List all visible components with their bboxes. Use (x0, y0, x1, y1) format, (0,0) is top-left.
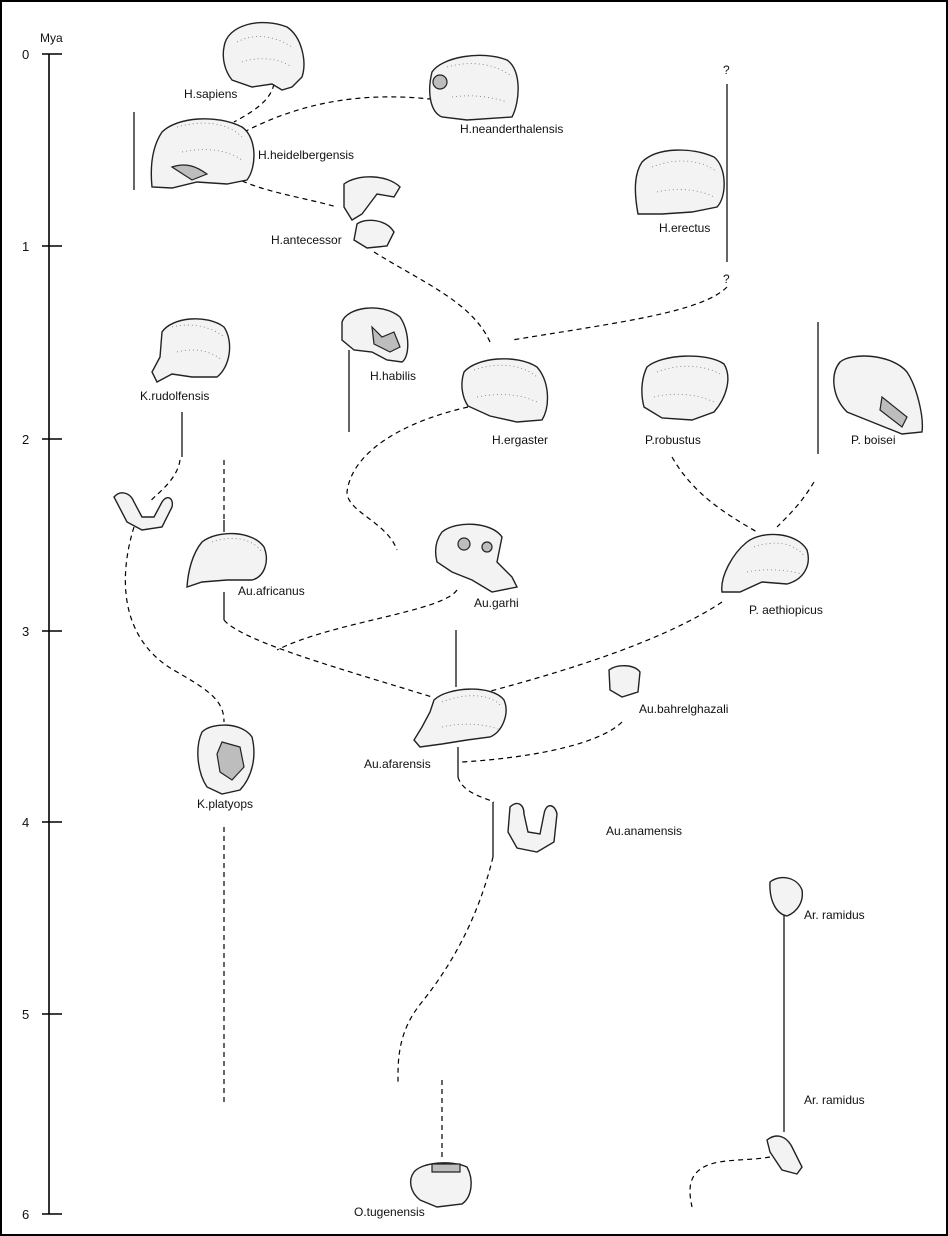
label-p-robustus: P.robustus (645, 433, 701, 447)
k-platyops-skull-icon (198, 725, 254, 794)
p-boisei-skull-icon (834, 356, 923, 434)
label-au-bahrelghazali: Au.bahrelghazali (639, 702, 728, 716)
label-ar-ramidus: Ar. ramidus (804, 908, 865, 922)
tick-label: 3 (22, 624, 29, 639)
time-axis: Mya 0 1 2 3 4 5 6 (22, 31, 63, 1222)
link-erectus-ergaster (512, 287, 727, 340)
label-h-neanderthalensis: H.neanderthalensis (460, 122, 563, 136)
h-ergaster-skull-icon (462, 359, 548, 422)
label-au-garhi: Au.garhi (474, 596, 519, 610)
label-k-platyops: K.platyops (197, 797, 253, 811)
p-aethiopicus-skull-icon (722, 534, 809, 592)
tick-label: 4 (22, 815, 29, 830)
o-tugenensis-fossil-icon (411, 1163, 472, 1207)
tick-label: 2 (22, 432, 29, 447)
k-rudolfensis-skull-icon (152, 319, 230, 382)
tick-label: 5 (22, 1007, 29, 1022)
jaw-fossil-icon (114, 493, 172, 530)
ar-ramidus-tooth-icon (770, 878, 802, 916)
link-ramidus-down (690, 1157, 770, 1207)
au-africanus-skull-icon (187, 534, 266, 587)
label-o-tugenensis: O.tugenensis (354, 1205, 425, 1219)
ar-ramidus-jaw-icon (767, 1136, 802, 1174)
h-erectus-skull-icon (635, 150, 724, 214)
label-au-anamensis: Au.anamensis (606, 824, 682, 838)
label-h-ergaster: H.ergaster (492, 433, 548, 447)
label-au-africanus: Au.africanus (238, 584, 305, 598)
p-robustus-skull-icon (642, 356, 728, 420)
axis-unit-label: Mya (40, 31, 63, 45)
label-h-habilis: H.habilis (370, 369, 416, 383)
link-robustus-aethiopicus (672, 457, 757, 532)
link-afarensis-anamensis (458, 777, 494, 802)
h-habilis-skull-icon (342, 308, 408, 362)
au-bahrelghazali-jaw-icon (609, 666, 640, 697)
link-rudolfensis-jaw (150, 460, 180, 502)
h-neanderthalensis-skull-icon (430, 55, 518, 120)
label-h-heidelbergensis: H.heidelbergensis (258, 148, 354, 162)
tick-label: 1 (22, 239, 29, 254)
au-garhi-skull-icon (436, 524, 517, 592)
label-h-sapiens: H.sapiens (184, 87, 237, 101)
link-heidelbergensis-antecessor (234, 177, 337, 207)
phylogenetic-links (125, 84, 814, 1207)
h-heidelbergensis-skull-icon (151, 119, 254, 188)
link-garhi-africanus (277, 590, 457, 650)
au-afarensis-skull-icon (414, 689, 506, 747)
link-boisei-aethiopicus (777, 482, 814, 527)
h-antecessor-jaw-icon (344, 177, 400, 248)
link-heidelbergensis-neanderthalensis (244, 97, 430, 132)
uncertainty-mark-bottom: ? (723, 272, 730, 286)
label-au-afarensis: Au.afarensis (364, 757, 431, 771)
uncertainty-mark-top: ? (723, 63, 730, 77)
label-h-antecessor: H.antecessor (271, 233, 342, 247)
link-aethiopicus-afarensis (487, 602, 722, 692)
link-anamensis-tugenensis (398, 857, 493, 1082)
link-sapiens-heidelbergensis (234, 84, 274, 122)
species-labels: H.sapiens H.neanderthalensis H.heidelber… (140, 87, 895, 1219)
label-p-aethiopicus: P. aethiopicus (749, 603, 823, 617)
label-ar-ramidus: Ar. ramidus (804, 1093, 865, 1107)
tick-label: 0 (22, 47, 29, 62)
h-sapiens-skull-icon (223, 23, 304, 90)
tick-label: 6 (22, 1207, 29, 1222)
label-k-rudolfensis: K.rudolfensis (140, 389, 209, 403)
label-h-erectus: H.erectus (659, 221, 710, 235)
label-p-boisei: P. boisei (851, 433, 895, 447)
au-anamensis-jaw-icon (508, 803, 557, 852)
